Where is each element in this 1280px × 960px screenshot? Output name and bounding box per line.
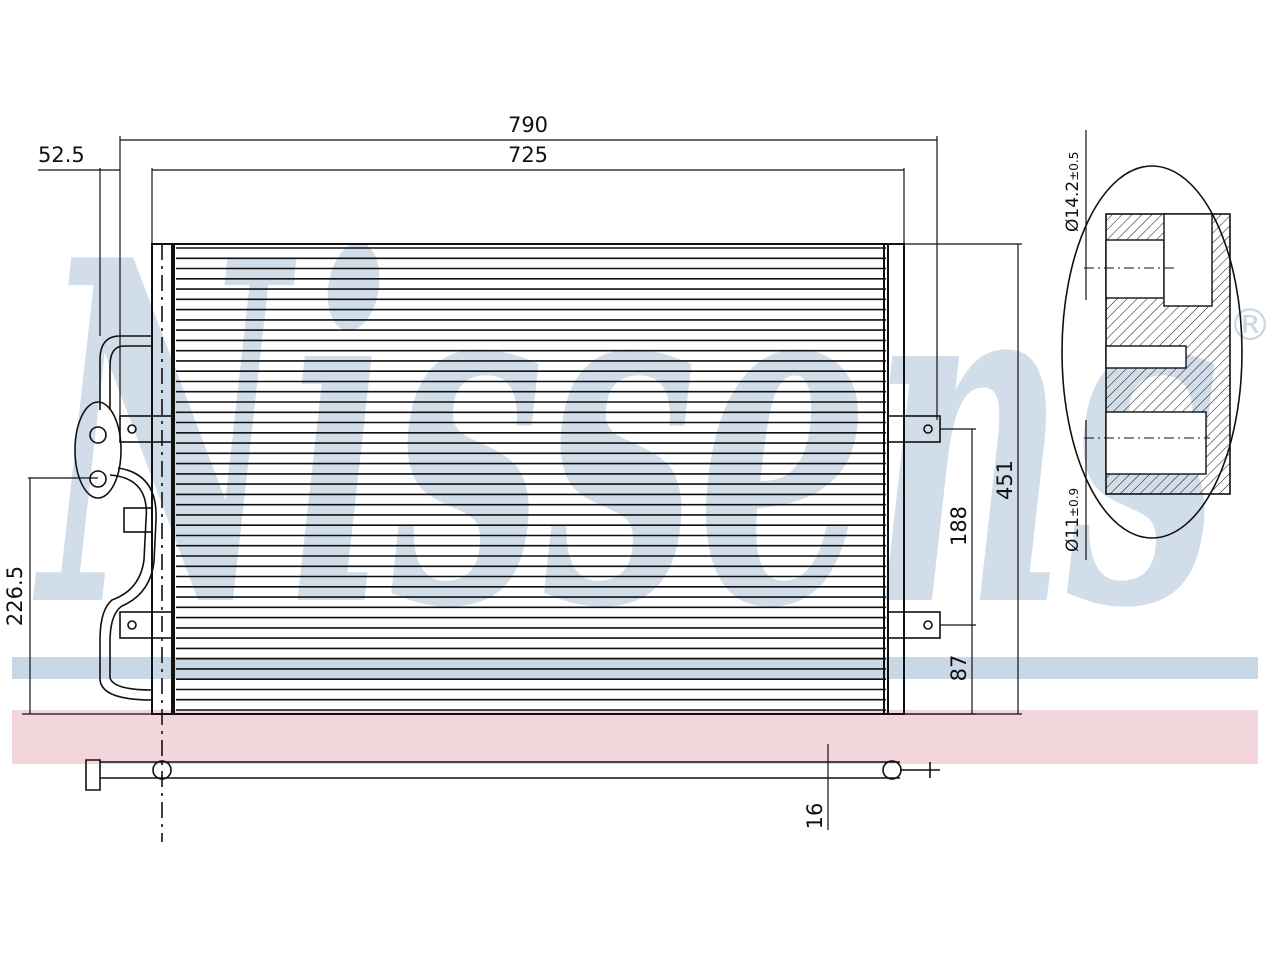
dim-overall-width: 790	[508, 113, 548, 137]
dim-overall-height: 451	[993, 460, 1017, 500]
condenser-core-frame	[173, 243, 889, 715]
dimension-lines	[22, 136, 1022, 830]
side-view-rail	[85, 759, 940, 791]
watermark-logo: Nissens	[32, 159, 1220, 711]
svg-text:Ø14.2±0.5: Ø14.2±0.5	[1063, 152, 1083, 232]
dim-bracket-spacing: 188	[947, 506, 971, 546]
detail-section	[1084, 213, 1231, 495]
dim-bottom-bracket-height: 87	[947, 655, 971, 682]
watermark-pink-band	[12, 710, 1258, 764]
watermark-blue-band	[12, 657, 1258, 679]
pipe-connector-block	[74, 401, 122, 499]
dim-offset-left: 52.5	[38, 143, 85, 167]
detail-inner-diameter-label: Ø11±0.9	[1063, 488, 1083, 552]
left-bracket-upper	[119, 415, 173, 443]
left-bracket-lower	[119, 611, 173, 639]
registered-mark: ®	[1228, 300, 1272, 351]
detail-outer-diameter-label: Ø14.2±0.5	[1063, 152, 1083, 232]
dim-inlet-height: 226.5	[3, 566, 27, 626]
condenser-core-fins	[176, 247, 886, 711]
dim-depth: 16	[803, 803, 827, 830]
detail-circle	[1061, 165, 1243, 539]
dim-core-width: 725	[508, 143, 548, 167]
svg-text:Ø11±0.9: Ø11±0.9	[1063, 488, 1083, 552]
right-tank	[883, 243, 905, 715]
left-mid-bracket	[123, 507, 153, 533]
